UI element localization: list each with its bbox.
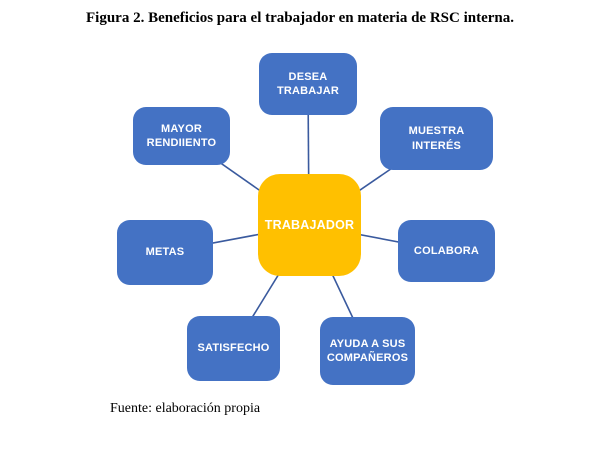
node-metas: METAS bbox=[117, 220, 213, 285]
node-label: SATISFECHO bbox=[197, 342, 270, 355]
node-trabajador-center: TRABAJADOR bbox=[258, 174, 361, 276]
node-ayuda-companeros: AYUDA A SUS COMPAÑEROS bbox=[320, 317, 415, 385]
node-label: DESEA TRABAJAR bbox=[276, 70, 340, 97]
node-mayor-rendiiento: MAYOR RENDIIENTO bbox=[133, 107, 230, 165]
node-muestra-interes: MUESTRA INTERÉS bbox=[380, 107, 493, 170]
node-label: MAYOR RENDIIENTO bbox=[146, 122, 217, 149]
node-label: METAS bbox=[145, 246, 185, 259]
node-desea-trabajar: DESEA TRABAJAR bbox=[259, 53, 357, 115]
node-label: COLABORA bbox=[413, 244, 480, 257]
node-label: MUESTRA INTERÉS bbox=[408, 125, 465, 152]
figure-title: Figura 2. Beneficios para el trabajador … bbox=[85, 10, 514, 26]
source-note: Fuente: elaboración propia bbox=[110, 401, 261, 416]
node-label: TRABAJADOR bbox=[264, 217, 355, 232]
node-label: AYUDA A SUS COMPAÑEROS bbox=[326, 337, 409, 364]
node-satisfecho: SATISFECHO bbox=[187, 316, 280, 381]
node-colabora: COLABORA bbox=[398, 220, 495, 282]
